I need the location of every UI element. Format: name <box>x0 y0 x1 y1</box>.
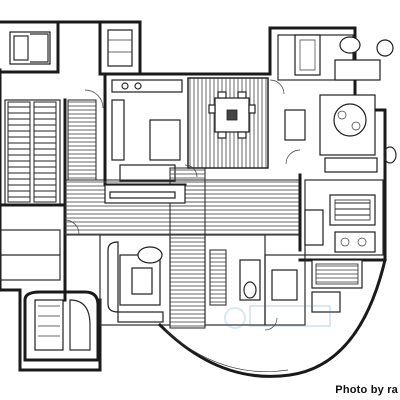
entry-bay <box>23 290 100 362</box>
living-room <box>99 234 171 326</box>
watermark <box>224 305 331 329</box>
dining-room <box>187 77 269 169</box>
kitchen <box>67 72 187 187</box>
second-bedroom <box>298 173 384 256</box>
stair-hall <box>0 98 67 302</box>
top-left-room <box>9 29 133 67</box>
curved-terrace <box>157 258 387 378</box>
lower-right-rooms <box>204 234 363 326</box>
door-swings <box>64 79 301 331</box>
master-bedroom <box>277 34 397 173</box>
photo-credit: Photo by ra <box>335 384 398 396</box>
central-hall <box>64 167 301 329</box>
